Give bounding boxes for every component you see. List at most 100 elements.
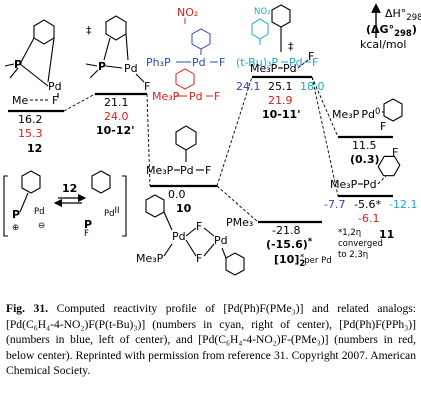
- structure-12: P Pd Me F: [4, 19, 62, 107]
- svg-text:[10]2: [10]2: [274, 253, 305, 269]
- svg-text:F: F: [214, 90, 220, 103]
- no2-cyan-label: NO₂: [254, 7, 270, 17]
- svg-text:F: F: [84, 229, 89, 239]
- svg-text:15.3: 15.3: [18, 127, 43, 140]
- structure-10: Me₃P Pd F: [146, 125, 211, 177]
- svg-text:11.5: 11.5: [352, 139, 377, 152]
- svg-text:F: F: [196, 220, 202, 233]
- svg-text:F: F: [219, 56, 225, 69]
- state-12-label: 12: [27, 142, 42, 155]
- me3p-red-label: Me₃P: [152, 90, 180, 103]
- structure-ts-10-11: ‡ Me₃P Pd F: [250, 4, 314, 75]
- structure-dimer: Pd F F Pd PMe₃ Me₃P: [136, 194, 253, 276]
- state-11-label: 11: [379, 228, 394, 241]
- svg-text:converged: converged: [338, 239, 383, 249]
- svg-text:25.1: 25.1: [268, 80, 293, 93]
- figure-number: Fig. 31.: [6, 302, 49, 315]
- svg-text:F: F: [380, 120, 386, 133]
- equilibrium-label: 12: [62, 182, 77, 195]
- svg-text:Pd: Pd: [180, 164, 194, 177]
- svg-text:-12.1: -12.1: [389, 198, 417, 211]
- svg-text:P: P: [84, 218, 92, 231]
- svg-text:21.9: 21.9: [268, 94, 293, 107]
- svg-text:Me₃P: Me₃P: [330, 178, 358, 191]
- svg-text:F: F: [312, 56, 318, 69]
- svg-text:21.1: 21.1: [104, 96, 129, 109]
- svg-text:24.1: 24.1: [236, 80, 261, 93]
- svg-text:16.2: 16.2: [18, 113, 43, 126]
- dh-label: ΔH°298: [385, 7, 421, 23]
- svg-text:Pd: Pd: [189, 90, 203, 103]
- svg-text:Pd: Pd: [192, 56, 206, 69]
- svg-text:-21.8: -21.8: [272, 224, 300, 237]
- no2-red-label: NO₂: [177, 6, 198, 19]
- state-ts-10-11-values: 24.1 25.1 18.0 21.9 10-11': [236, 80, 325, 121]
- ph3p-label: Ph₃P: [146, 56, 171, 69]
- svg-text:F: F: [392, 146, 398, 159]
- svg-text:-7.7: -7.7: [324, 198, 345, 211]
- nitrophenyl-ring-icon: [175, 68, 195, 90]
- nitrophenyl-ring-icon-2: [251, 18, 269, 40]
- tbu3p-label: (t-Bu)₃P: [236, 56, 278, 69]
- svg-text:Me₃P: Me₃P: [250, 62, 278, 75]
- svg-text:(-15.6)*: (-15.6)*: [266, 237, 313, 251]
- svg-text:-6.1: -6.1: [358, 212, 379, 225]
- svg-text:18.0: 18.0: [300, 80, 325, 93]
- state-11-values: -7.7 -5.6* -12.1 -6.1 *1,2η 11 converged…: [324, 198, 417, 260]
- structure-ts-10-12: ‡ P Pd F: [85, 15, 150, 93]
- svg-text:⊕: ⊕: [12, 223, 19, 233]
- svg-text:F: F: [205, 164, 211, 177]
- svg-text:F: F: [144, 80, 150, 93]
- energy-levels: [8, 75, 393, 224]
- svg-text:PMe₃: PMe₃: [226, 216, 253, 229]
- svg-text:‡: ‡: [86, 24, 92, 37]
- svg-text:Pd: Pd: [124, 62, 138, 75]
- equilibrium-12: P Pd ⊕ ⊖ 12 P PdII F: [3, 170, 127, 239]
- svg-text:24.0: 24.0: [104, 110, 129, 123]
- energy-axis: ΔH°298 (ΔG°298) kcal/mol: [360, 3, 421, 51]
- svg-text:0.0: 0.0: [168, 188, 186, 201]
- svg-text:P: P: [12, 208, 20, 221]
- state-ts-10-12-label: 10-12': [96, 124, 135, 137]
- state-ts-10-12-values: 21.1 24.0 10-12': [96, 96, 135, 137]
- svg-text:PdII: PdII: [104, 206, 120, 219]
- phenyl-ring-icon: [191, 28, 211, 50]
- unit-label: kcal/mol: [360, 38, 406, 51]
- svg-text:F: F: [308, 50, 314, 63]
- svg-text:Pd: Pd: [172, 230, 186, 243]
- svg-text:*1,2η: *1,2η: [338, 228, 361, 238]
- svg-text:Pd: Pd: [34, 207, 45, 217]
- state-ts-10-11-label: 10-11': [262, 108, 301, 121]
- dg-label: (ΔG°298): [366, 23, 417, 39]
- state-10-values: 0.0 10: [168, 188, 192, 215]
- svg-text:Me: Me: [12, 94, 28, 107]
- svg-text:Pd: Pd: [48, 80, 62, 93]
- svg-text:Pd: Pd: [363, 178, 377, 191]
- svg-text:-5.6*: -5.6*: [354, 198, 381, 211]
- svg-text:Pd: Pd: [283, 62, 297, 75]
- state-dimer-values: -21.8 (-15.6)* [10]2 *per Pd: [266, 224, 332, 269]
- analog-legend: Ph₃P Pd F NO₂ Me₃P Pd F NO₂ (t-Bu)₃P Pd …: [146, 6, 318, 103]
- svg-text:Me₃P: Me₃P: [146, 164, 174, 177]
- caption-text: Computed reactivity profile of [Pd(Ph)F(…: [6, 302, 417, 377]
- svg-text:F: F: [52, 94, 58, 107]
- energy-profile-diagram: ΔH°298 (ΔG°298) kcal/mol Ph₃P Pd F NO₂ M…: [3, 3, 421, 276]
- svg-text:‡: ‡: [288, 40, 294, 53]
- svg-text:to 2,3η: to 2,3η: [338, 250, 368, 260]
- structure-11: F Me₃P Pd: [330, 146, 401, 191]
- svg-text:Pd: Pd: [289, 56, 303, 69]
- state-10-label: 10: [176, 202, 192, 215]
- svg-text:⊖: ⊖: [38, 221, 45, 231]
- svg-text:F: F: [196, 252, 202, 265]
- state-0-3-label: (0.3): [350, 153, 380, 166]
- state-12-values: 16.2 15.3 12: [18, 113, 43, 155]
- svg-text:Me₃P: Me₃P: [136, 252, 164, 265]
- figure-caption: Fig. 31. Computed reactivity profile of …: [6, 301, 416, 379]
- svg-text:Pd: Pd: [214, 234, 228, 247]
- svg-text:P: P: [98, 60, 106, 73]
- state-0-3-values: 11.5 (0.3): [350, 139, 380, 166]
- svg-text:*per Pd: *per Pd: [300, 253, 332, 266]
- svg-text:P: P: [14, 58, 22, 71]
